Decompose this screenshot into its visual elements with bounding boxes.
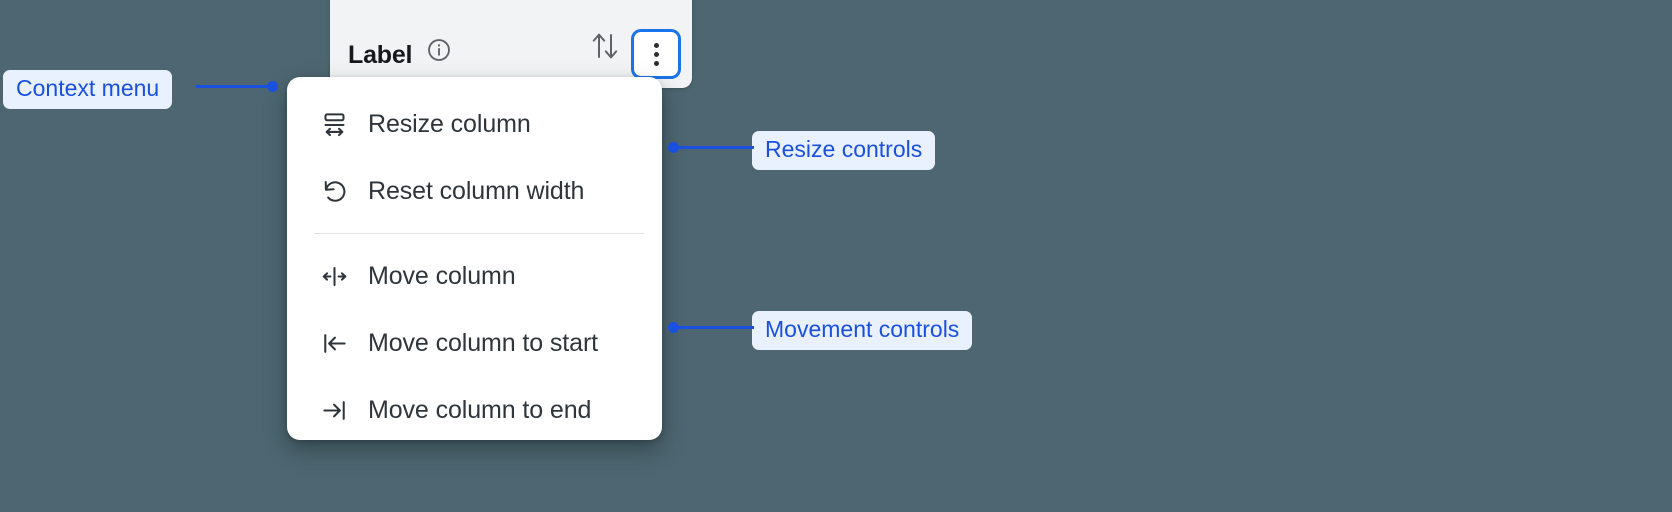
annotation-context-menu: Context menu	[3, 70, 173, 109]
annotation-connector-line-3	[672, 326, 754, 329]
annotation-connector-dot-3	[668, 322, 679, 333]
annotation-movement-controls: Movement controls	[752, 311, 973, 350]
menu-item-label: Move column	[368, 262, 516, 290]
menu-divider	[314, 233, 644, 234]
menu-item-move-column[interactable]: Move column	[287, 243, 662, 310]
page-title: Label	[348, 41, 413, 69]
menu-item-label: Resize column	[368, 110, 531, 138]
annotation-connector-dot-2	[668, 142, 679, 153]
annotation-connector-line-1	[196, 85, 274, 88]
kebab-dot-1	[653, 42, 659, 48]
column-header-panel: Label	[330, 0, 692, 88]
menu-item-label: Reset column width	[368, 177, 585, 205]
annotation-resize-controls: Resize controls	[752, 131, 936, 170]
info-circle-icon[interactable]	[426, 37, 452, 68]
menu-item-reset-column-width[interactable]: Reset column width	[287, 158, 662, 225]
move-to-start-icon	[320, 330, 348, 358]
menu-item-label: Move column to end	[368, 396, 592, 424]
annotation-connector-line-2	[672, 146, 754, 149]
annotation-connector-dot-1	[267, 81, 278, 92]
menu-item-move-column-to-start[interactable]: Move column to start	[287, 310, 662, 377]
move-to-end-icon	[320, 397, 348, 425]
menu-item-label: Move column to start	[368, 329, 599, 357]
resize-column-icon	[320, 111, 348, 139]
kebab-dot-2	[653, 51, 659, 57]
column-menu-button[interactable]	[634, 32, 678, 76]
sort-ascending-descending-icon[interactable]	[589, 29, 621, 68]
kebab-dot-3	[653, 60, 659, 66]
menu-item-move-column-to-end[interactable]: Move column to end	[287, 377, 662, 444]
reset-rotate-ccw-icon	[320, 178, 348, 206]
move-column-icon	[320, 263, 348, 291]
menu-item-resize-column[interactable]: Resize column	[287, 91, 662, 158]
column-context-menu: Resize column Reset column width	[287, 77, 662, 440]
